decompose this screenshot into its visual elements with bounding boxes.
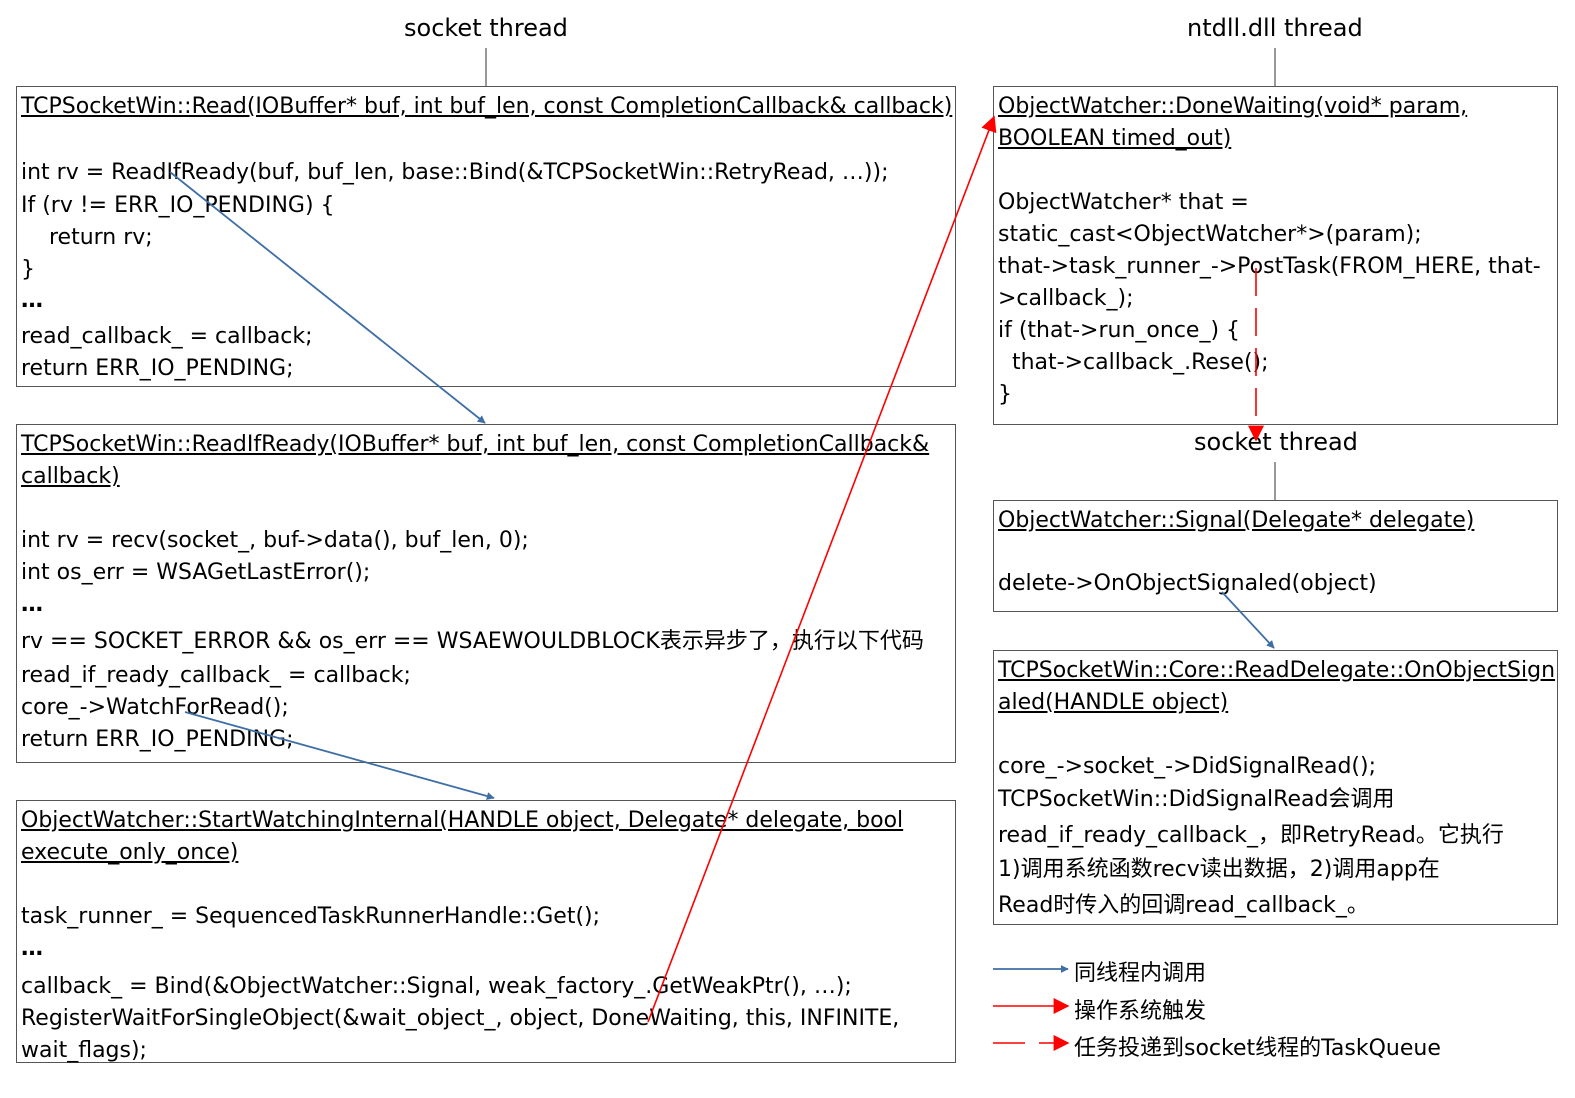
code-line: core_->WatchForRead();	[21, 695, 289, 720]
code-line: …	[21, 936, 43, 961]
code-line: ObjectWatcher* that =	[998, 190, 1249, 215]
legend-same-thread-label: 同线程内调用	[1074, 961, 1207, 986]
code-line: int os_err = WSAGetLastError();	[21, 560, 371, 585]
arrow-read-to-readifready	[169, 171, 486, 424]
box-donewaiting-title-2: BOOLEAN timed_out)	[998, 126, 1232, 151]
code-line: }	[21, 257, 35, 282]
arrow-watchforread-to-startwatching	[184, 711, 495, 800]
box-objectwatcher-signal: ObjectWatcher::Signal(Delegate* delegate…	[993, 500, 1558, 612]
box-readifready-title-2: callback)	[21, 464, 120, 489]
arrow-signal-to-onobjectsignaled	[1221, 591, 1275, 649]
code-line: TCPSocketWin::DidSignalRead会调用	[998, 787, 1395, 812]
code-line: read_if_ready_callback_ = callback;	[21, 663, 411, 688]
box-startwatching-title-2: execute_only_once)	[21, 840, 239, 865]
code-line: }	[998, 382, 1012, 407]
code-line: RegisterWaitForSingleObject(&wait_object…	[21, 1006, 900, 1031]
code-line: return ERR_IO_PENDING;	[21, 356, 294, 381]
code-line: read_if_ready_callback_，即RetryRead。它执行	[998, 823, 1504, 848]
box-tcpsocketwin-read: TCPSocketWin::Read(IOBuffer* buf, int bu…	[16, 86, 956, 387]
box-readdelegate-onobjectsignaled: TCPSocketWin::Core::ReadDelegate::OnObje…	[993, 650, 1558, 925]
code-line: rv == SOCKET_ERROR && os_err == WSAEWOUL…	[21, 629, 924, 654]
code-line: that->task_runner_->PostTask(FROM_HERE, …	[998, 254, 1541, 279]
box-objectwatcher-donewaiting: ObjectWatcher::DoneWaiting(void* param, …	[993, 86, 1558, 425]
code-line: 1)调用系统函数recv读出数据，2)调用app在	[998, 857, 1440, 882]
box-startwatching-title-1: ObjectWatcher::StartWatchingInternal(HAN…	[21, 808, 904, 833]
mid-thread-header: socket thread	[1194, 428, 1358, 456]
code-line: static_cast<ObjectWatcher*>(param);	[998, 222, 1422, 247]
code-line: return rv;	[21, 225, 153, 250]
code-line: callback_ = Bind(&ObjectWatcher::Signal,…	[21, 974, 852, 999]
box-onobjectsignaled-title-2: aled(HANDLE object)	[998, 690, 1229, 715]
code-line: >callback_);	[998, 286, 1134, 311]
box-tcpsocketwin-readifready: TCPSocketWin::ReadIfReady(IOBuffer* buf,…	[16, 424, 956, 763]
box-readifready-title-1: TCPSocketWin::ReadIfReady(IOBuffer* buf,…	[21, 432, 930, 457]
code-line: Read时传入的回调read_callback_。	[998, 893, 1369, 918]
left-thread-header: socket thread	[404, 14, 568, 42]
box-read-title: TCPSocketWin::Read(IOBuffer* buf, int bu…	[21, 94, 953, 119]
legend-os-trigger-label: 操作系统触发	[1074, 999, 1207, 1024]
box-onobjectsignaled-title-1: TCPSocketWin::Core::ReadDelegate::OnObje…	[998, 658, 1556, 683]
code-line: …	[21, 288, 43, 313]
box-signal-title: ObjectWatcher::Signal(Delegate* delegate…	[998, 508, 1475, 533]
code-line: if (that->run_once_) {	[998, 318, 1241, 343]
right-thread-header: ntdll.dll thread	[1187, 14, 1363, 42]
code-line: return ERR_IO_PENDING;	[21, 727, 294, 752]
code-line: wait_flags);	[21, 1038, 147, 1063]
code-line: If (rv != ERR_IO_PENDING) {	[21, 193, 335, 218]
code-line: task_runner_ = SequencedTaskRunnerHandle…	[21, 904, 601, 929]
code-line: that->callback_.Rese();	[998, 350, 1269, 375]
box-donewaiting-title-1: ObjectWatcher::DoneWaiting(void* param,	[998, 94, 1468, 119]
arrow-register-to-donewaiting	[647, 115, 997, 1023]
legend-post-task-label: 任务投递到socket线程的TaskQueue	[1074, 1036, 1441, 1061]
code-line: read_callback_ = callback;	[21, 324, 313, 349]
box-objectwatcher-startwatching: ObjectWatcher::StartWatchingInternal(HAN…	[16, 800, 956, 1063]
code-line: int rv = ReadIfReady(buf, buf_len, base:…	[21, 160, 889, 185]
code-line: int rv = recv(socket_, buf->data(), buf_…	[21, 528, 529, 553]
code-line: …	[21, 592, 43, 617]
code-line: delete->OnObjectSignaled(object)	[998, 571, 1377, 596]
code-line: core_->socket_->DidSignalRead();	[998, 754, 1376, 779]
